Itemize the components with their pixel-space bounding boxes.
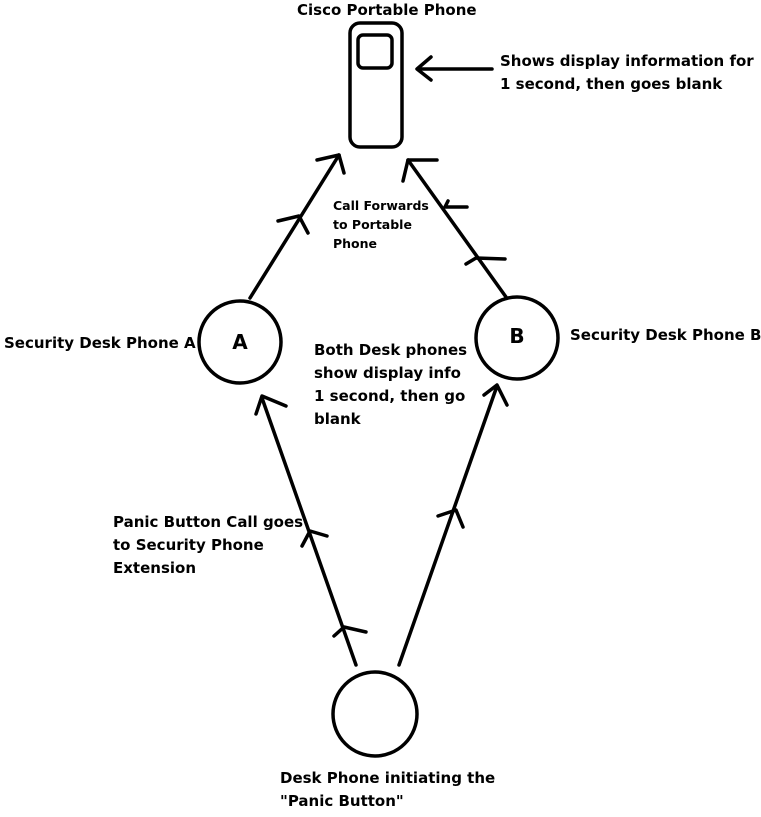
origin-phone-circle xyxy=(331,670,419,758)
forward-note-line-2: to Portable xyxy=(333,217,412,232)
edge-origin-a-mid-arrowhead-2 xyxy=(332,625,368,638)
edge-origin-b-arrowhead xyxy=(482,383,509,407)
portable-note-line-2: 1 second, then goes blank xyxy=(500,75,723,93)
node-a-letter: A xyxy=(232,330,248,354)
panic-note-line-3: Extension xyxy=(113,559,196,577)
edge-origin-b-mid-arrowhead xyxy=(436,508,465,529)
origin-label-line-2: "Panic Button" xyxy=(280,792,404,810)
desk-note-line-2: show display info xyxy=(314,364,461,382)
origin-label-line-1: Desk Phone initiating the xyxy=(280,769,496,787)
edge-b-arrowhead xyxy=(401,158,439,183)
edge-b-mid-arrowhead-2 xyxy=(464,256,507,266)
node-b-letter: B xyxy=(509,324,525,348)
portable-phone-screen xyxy=(356,33,394,70)
edge-a-mid-arrowhead xyxy=(276,214,310,235)
edge-a-to-portable xyxy=(248,153,341,300)
panic-note-line-1: Panic Button Call goes xyxy=(113,513,304,531)
desk-note-line-3: 1 second, then go xyxy=(314,387,466,405)
panic-note-line-2: to Security Phone xyxy=(113,536,264,554)
portable-note-line-1: Shows display information for xyxy=(500,52,754,70)
node-b-circle xyxy=(474,295,560,381)
node-a-label: Security Desk Phone A xyxy=(4,334,196,352)
forward-note-line-3: Phone xyxy=(333,236,378,251)
edge-b-to-portable xyxy=(406,158,508,299)
edge-a-arrowhead xyxy=(315,153,346,175)
edge-origin-a-arrowhead xyxy=(254,394,288,416)
edge-origin-to-b xyxy=(397,384,499,667)
edge-origin-a-mid-arrowhead xyxy=(300,529,329,548)
desk-note-line-4: blank xyxy=(314,410,361,428)
desk-note-line-1: Both Desk phones xyxy=(314,341,468,359)
node-a-circle xyxy=(197,299,283,385)
node-b-label: Security Desk Phone B xyxy=(570,326,761,344)
portable-phone-title: Cisco Portable Phone xyxy=(297,1,477,19)
portable-phone-body xyxy=(348,21,404,149)
forward-note-line-1: Call Forwards xyxy=(333,198,429,213)
portable-note-arrowhead xyxy=(415,55,433,82)
edge-b-mid-arrowhead xyxy=(443,199,469,209)
